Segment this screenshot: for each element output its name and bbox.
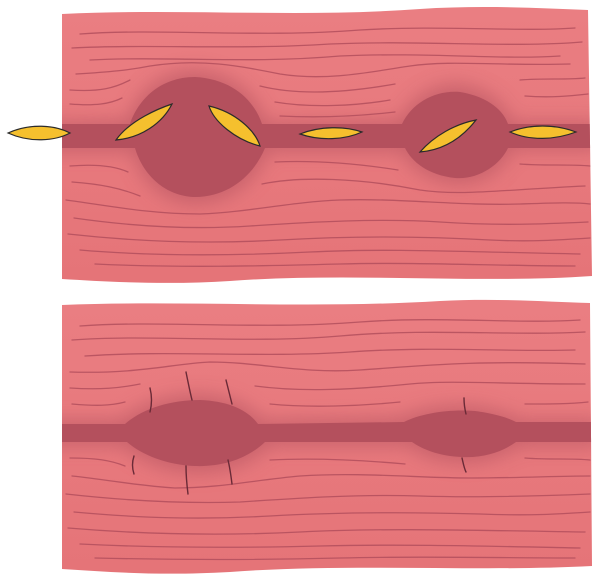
bone-fragment: [8, 126, 70, 140]
top-panel: [8, 7, 598, 283]
bottom-panel: [40, 300, 598, 574]
